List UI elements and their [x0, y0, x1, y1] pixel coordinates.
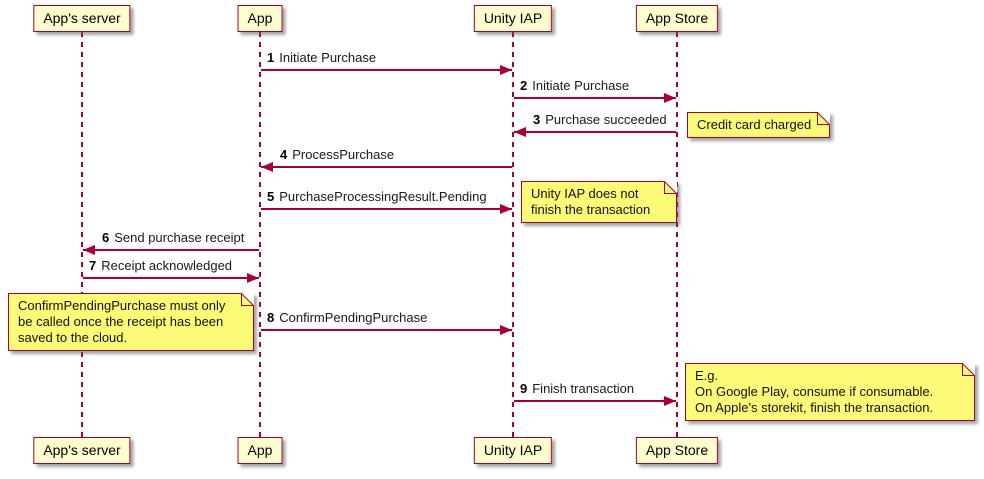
message-label-5: 5 PurchaseProcessingResult.Pending: [267, 189, 487, 205]
message-number: 4: [280, 147, 288, 162]
message-arrowhead-7: [247, 273, 259, 283]
message-number: 3: [533, 112, 541, 127]
note-text-line: On Google Play, consume if consumable.: [695, 384, 934, 399]
participant-top-app-server: App's server: [33, 5, 131, 32]
note-text-line: finish the transaction: [531, 202, 651, 217]
participant-bottom-app: App: [237, 437, 283, 464]
message-arrow-line-9: [514, 400, 676, 402]
message-number: 1: [267, 50, 275, 65]
lifeline-app: [259, 32, 261, 438]
participant-bottom-app-store: App Store: [635, 437, 719, 464]
message-label-3: 3 Purchase succeeded: [533, 112, 667, 128]
message-text: Initiate Purchase: [532, 78, 630, 93]
participant-bottom-app-server: App's server: [33, 437, 131, 464]
message-label-8: 8 ConfirmPendingPurchase: [267, 310, 427, 326]
message-text: PurchaseProcessingResult.Pending: [279, 189, 487, 204]
lifeline-unity-iap: [512, 32, 514, 438]
message-number: 8: [267, 310, 275, 325]
message-text: ConfirmPendingPurchase: [279, 310, 428, 325]
message-text: Finish transaction: [532, 381, 635, 396]
message-arrowhead-2: [664, 93, 676, 103]
message-arrow-line-3: [514, 131, 676, 133]
message-arrow-line-8: [261, 329, 512, 331]
note-fold-corner-icon: [664, 181, 677, 194]
lifeline-app-server: [81, 32, 83, 438]
lifeline-app-store: [676, 32, 678, 438]
message-arrowhead-6: [83, 245, 95, 255]
message-label-4: 4 ProcessPurchase: [280, 147, 394, 163]
message-label-9: 9 Finish transaction: [520, 381, 634, 397]
message-arrowhead-5: [500, 204, 512, 214]
message-arrowhead-3: [514, 127, 526, 137]
note-text-line: saved to the cloud.: [18, 330, 128, 345]
message-number: 9: [520, 381, 528, 396]
message-arrow-line-7: [83, 277, 259, 279]
note-credit-card-charged: Credit card charged: [687, 112, 830, 138]
message-arrowhead-4: [261, 162, 273, 172]
message-text: Send purchase receipt: [114, 230, 245, 245]
note-text-line: On Apple's storekit, finish the transact…: [695, 400, 934, 415]
note-fold-corner-icon: [241, 293, 254, 306]
participant-top-app: App: [237, 5, 283, 32]
message-arrow-line-1: [261, 69, 512, 71]
message-label-2: 2 Initiate Purchase: [520, 78, 629, 94]
message-arrow-line-4: [261, 166, 512, 168]
message-text: Receipt acknowledged: [101, 258, 233, 273]
message-arrow-line-6: [83, 249, 259, 251]
participant-top-app-store: App Store: [635, 5, 719, 32]
message-arrowhead-1: [500, 65, 512, 75]
message-label-7: 7 Receipt acknowledged: [89, 258, 232, 274]
participant-top-unity-iap: Unity IAP: [473, 5, 553, 32]
note-text-line: ConfirmPendingPurchase must only: [18, 298, 226, 313]
note-text-line: Unity IAP does not: [531, 186, 639, 201]
message-number: 7: [89, 258, 97, 273]
message-text: ProcessPurchase: [292, 147, 395, 162]
note-text-line: E.g.: [695, 368, 719, 383]
message-arrow-line-2: [514, 97, 676, 99]
message-text: Purchase succeeded: [545, 112, 667, 127]
message-label-1: 1 Initiate Purchase: [267, 50, 376, 66]
message-text: Initiate Purchase: [279, 50, 377, 65]
message-number: 5: [267, 189, 275, 204]
message-number: 6: [102, 230, 110, 245]
note-text-line: Credit card charged: [697, 117, 812, 132]
message-arrowhead-8: [500, 325, 512, 335]
note-text-line: be called once the receipt has been: [18, 314, 224, 329]
participant-bottom-unity-iap: Unity IAP: [473, 437, 553, 464]
message-arrow-line-5: [261, 208, 512, 210]
message-label-6: 6 Send purchase receipt: [102, 230, 244, 246]
note-fold-corner-icon: [817, 112, 830, 125]
note-fold-corner-icon: [962, 363, 975, 376]
note-finish-transaction-eg: E.g.On Google Play, consume if consumabl…: [685, 363, 975, 421]
message-arrowhead-9: [664, 396, 676, 406]
message-number: 2: [520, 78, 528, 93]
